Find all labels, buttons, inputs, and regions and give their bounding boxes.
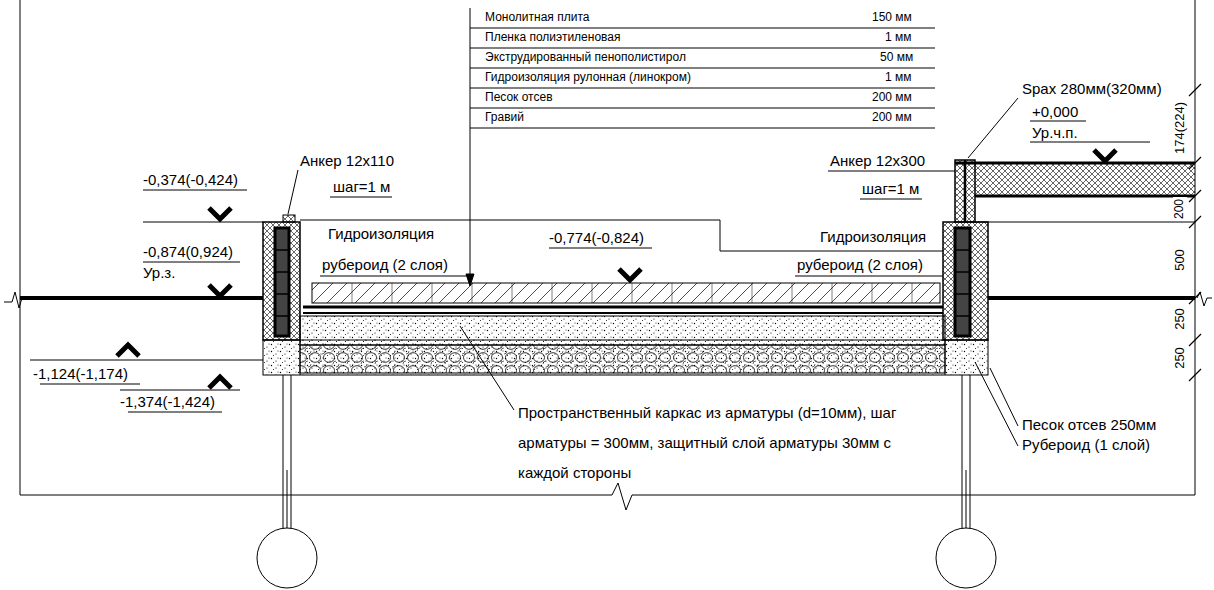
layer-thickness: 1 мм xyxy=(885,31,912,45)
anchor-step: шаг=1 м xyxy=(862,180,919,197)
level-marks xyxy=(117,150,1116,388)
material-note: рубероид (2 слоя) xyxy=(322,256,448,273)
fastener-note: Spax 280мм(320мм) xyxy=(1022,80,1162,97)
level-value: -0,374(-0,424) xyxy=(143,171,238,188)
level-name: Ур.з. xyxy=(143,264,175,281)
level-value: -0,874(0,924) xyxy=(143,243,233,260)
layer-name: Гравий xyxy=(485,111,524,125)
material-note: Гидроизоляция xyxy=(820,228,926,245)
level-value: +0,000 xyxy=(1032,103,1078,120)
material-note: Песок отсев 250мм xyxy=(1022,416,1156,433)
dimension: 200 xyxy=(1173,197,1187,221)
layer-name: Пленка полиэтиленовая xyxy=(485,31,621,45)
material-note: Рубероид (1 слой) xyxy=(1022,436,1150,453)
layer-thickness: 1 мм xyxy=(885,71,912,85)
frame xyxy=(4,0,1212,510)
layer-thickness: 50 мм xyxy=(880,51,913,65)
dimension: 250 xyxy=(1173,345,1188,371)
piles xyxy=(257,375,996,588)
dimension-chain xyxy=(1189,84,1201,381)
material-note: Гидроизоляция xyxy=(328,225,434,242)
layer-name: Гидроизоляция рулонная (линокром) xyxy=(485,71,691,85)
level-value: -1,124(-1,174) xyxy=(33,365,128,382)
strip-wall-left xyxy=(263,215,300,340)
anchor-note: Анкер 12х110 xyxy=(300,152,394,169)
leader-lines xyxy=(30,8,1150,446)
layer-thickness: 200 мм xyxy=(872,91,912,105)
layer-name: Экструдированный пенополистирол xyxy=(485,51,686,65)
layer-thickness: 200 мм xyxy=(872,111,912,125)
level-value: -1,374(-1,424) xyxy=(120,393,215,410)
reinforcement-note: Пространственный каркас из арматуры (d=1… xyxy=(518,398,903,488)
level-value: -0,774(-0,824) xyxy=(549,229,644,246)
dimension: 174(224) xyxy=(1173,100,1188,156)
ground-floor xyxy=(955,163,1195,222)
dimension: 250 xyxy=(1173,306,1188,332)
dimension: 500 xyxy=(1173,247,1188,273)
floor-slab xyxy=(303,283,943,313)
level-name: Ур.ч.п. xyxy=(1032,124,1078,141)
foundation-base xyxy=(263,316,988,375)
layer-thickness: 150 мм xyxy=(872,11,912,25)
anchor-step: шаг=1 м xyxy=(333,178,390,195)
anchor-note: Анкер 12х300 xyxy=(830,152,925,169)
material-note: рубероид (2 слоя) xyxy=(797,256,923,273)
layer-name: Монолитная плита xyxy=(485,11,589,25)
layer-name: Песок отсев xyxy=(485,91,553,105)
